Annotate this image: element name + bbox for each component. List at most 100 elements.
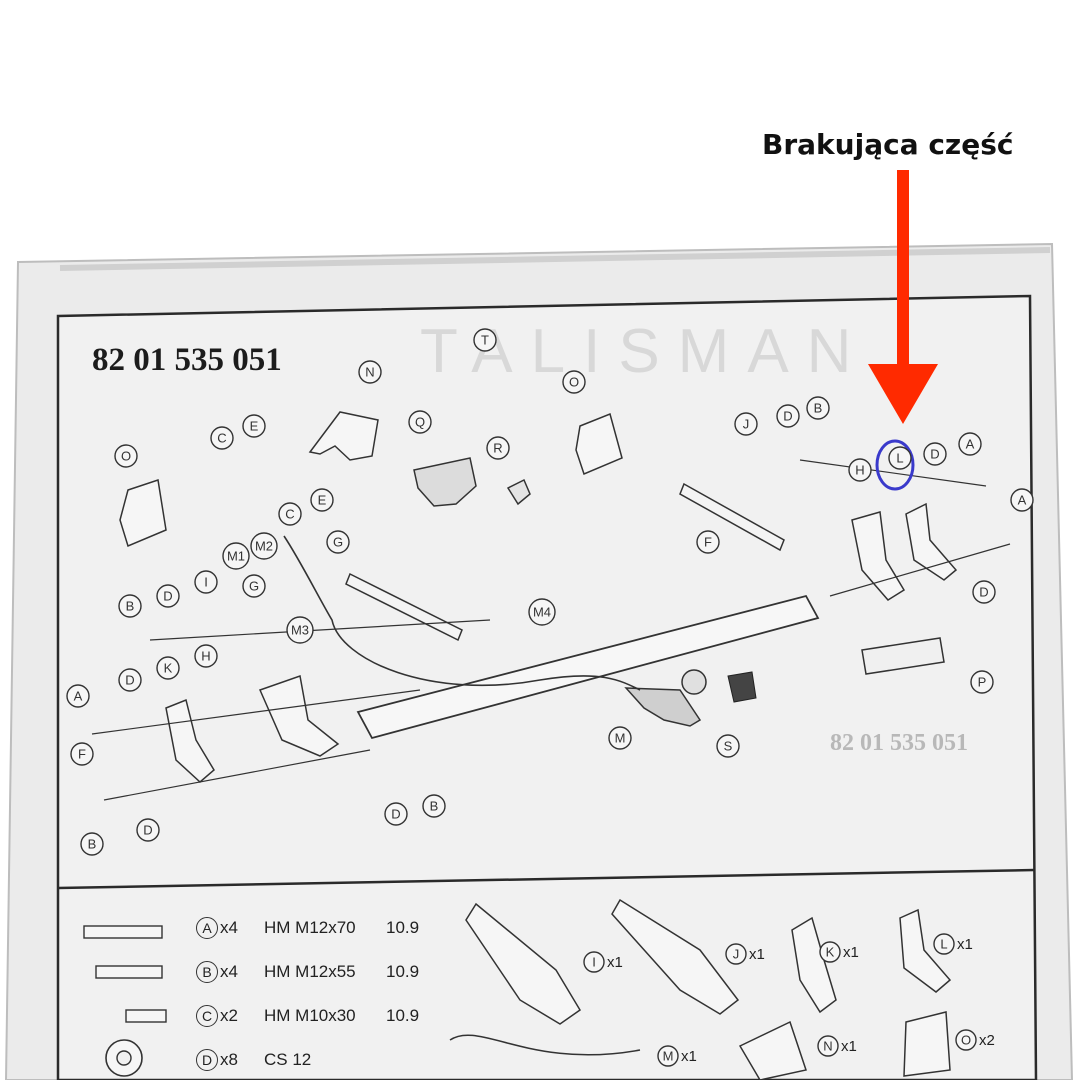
callout-d: D — [118, 668, 142, 692]
callout-label: M1 — [227, 549, 245, 564]
crossbar — [356, 594, 820, 740]
callout-label: A — [1018, 493, 1027, 508]
callout-i: I — [194, 570, 218, 594]
callout-label: K — [164, 661, 173, 676]
callout-a: A — [66, 684, 90, 708]
part-spec: HM M12x70 — [264, 918, 356, 937]
callout-label: B — [430, 799, 439, 814]
callout-r: R — [486, 436, 510, 460]
callout-s: S — [716, 734, 740, 758]
callout-o: O — [114, 444, 138, 468]
part-image-letter: J — [733, 947, 740, 962]
bracket-n — [308, 411, 379, 461]
callout-label: E — [250, 419, 259, 434]
arm-l — [905, 502, 958, 581]
callout-label: D — [163, 589, 172, 604]
callout-label: D — [143, 823, 152, 838]
callout-label: H — [855, 463, 864, 478]
part-letter: A — [196, 917, 218, 939]
callout-f: F — [70, 742, 94, 766]
callout-d: D — [923, 442, 947, 466]
callout-b: B — [422, 794, 446, 818]
part-image-letter: I — [592, 955, 596, 970]
callout-t: T — [473, 328, 497, 352]
callout-label: P — [978, 675, 987, 690]
callout-label: C — [285, 507, 294, 522]
tow-hitch-m — [624, 687, 702, 727]
callout-h: H — [194, 644, 218, 668]
part-image-qty: x1 — [749, 946, 765, 963]
callout-label: F — [78, 747, 86, 762]
callout-label: G — [333, 535, 343, 550]
callout-label: B — [126, 599, 135, 614]
part-image-letter: M — [663, 1049, 674, 1064]
callout-label: A — [966, 437, 975, 452]
part-image-qty: x1 — [843, 944, 859, 961]
callout-e: E — [310, 488, 334, 512]
callout-label: C — [217, 431, 226, 446]
part-letter: B — [196, 961, 218, 983]
part-qty: x8 — [220, 1050, 238, 1069]
callout-m1: M1 — [222, 542, 250, 570]
callout-m2: M2 — [250, 532, 278, 560]
callout-f: F — [696, 530, 720, 554]
callout-m4: M4 — [528, 598, 556, 626]
callout-label: B — [88, 837, 97, 852]
callout-label: L — [896, 451, 903, 466]
bolt-icon — [80, 952, 190, 992]
bolt-icon — [80, 996, 190, 1036]
callout-c: C — [210, 426, 234, 450]
part-spec: HM M10x30 — [264, 1006, 356, 1025]
missing-part-label: Brakująca część — [762, 128, 1014, 161]
watermark-text: TALISMAN — [420, 317, 869, 386]
part-image-letter: O — [961, 1033, 971, 1048]
callout-label: B — [814, 401, 823, 416]
callout-l: L — [888, 446, 912, 470]
callout-label: D — [391, 807, 400, 822]
callout-label: D — [783, 409, 792, 424]
ball-cap-s — [727, 671, 757, 703]
part-grade: 10.9 — [386, 1006, 420, 1025]
part-number: 82 01 535 051 — [92, 342, 282, 378]
part-image-letter: L — [940, 937, 947, 952]
part-spec: CS 12 — [264, 1050, 312, 1069]
arrow-shaft — [897, 170, 909, 370]
parts-drawings — [83, 898, 952, 1080]
callout-label: R — [493, 441, 502, 456]
callout-b: B — [806, 396, 830, 420]
callout-label: Q — [415, 415, 425, 430]
cover-p — [861, 637, 945, 675]
side-code: 82 01 535 051 — [830, 730, 968, 756]
part-letter: D — [196, 1049, 218, 1071]
callout-label: O — [121, 449, 131, 464]
part-spec: HM M12x55 — [264, 962, 356, 981]
part-image-qty: x1 — [957, 936, 973, 953]
callout-label: T — [481, 333, 489, 348]
callout-label: M — [615, 731, 626, 746]
callout-label: S — [724, 739, 733, 754]
callout-label: M4 — [533, 605, 551, 620]
callout-h: H — [848, 458, 872, 482]
callout-label: H — [201, 649, 210, 664]
callout-g: G — [242, 574, 266, 598]
callout-label: O — [569, 375, 579, 390]
grommet-r — [506, 478, 531, 506]
callout-g: G — [326, 530, 350, 554]
callout-label: G — [249, 579, 259, 594]
part-grade: 10.9 — [386, 962, 420, 981]
callout-label: E — [318, 493, 327, 508]
callout-d: D — [972, 580, 996, 604]
callout-c: C — [278, 502, 302, 526]
callout-b: B — [118, 594, 142, 618]
callout-label: I — [204, 575, 208, 590]
